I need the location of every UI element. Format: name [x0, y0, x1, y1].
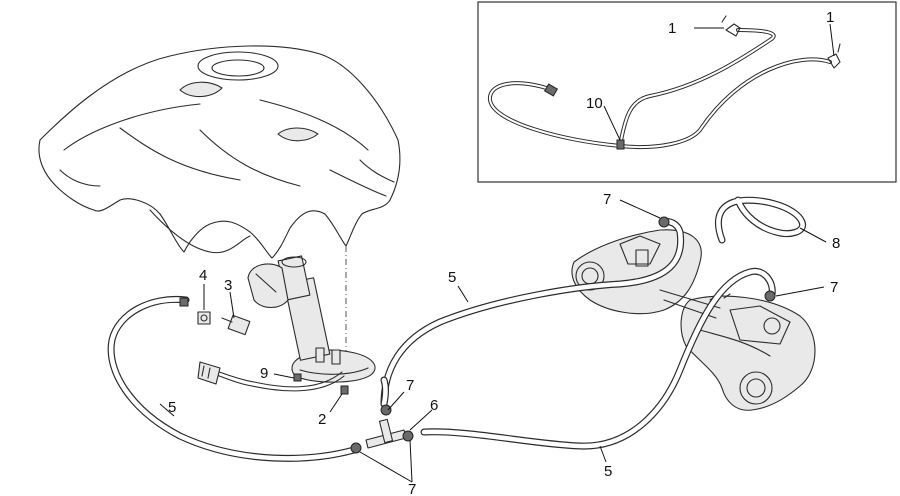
- inset-detail-panel: [477, 1, 897, 183]
- callout-4: 4: [199, 267, 207, 284]
- callout-1-left: 1: [668, 20, 676, 37]
- fuel-pump-drawing: [197, 255, 376, 395]
- callout-7-bottom: 7: [408, 481, 416, 496]
- callout-9: 9: [260, 365, 268, 382]
- callout-6: 6: [430, 397, 438, 414]
- callout-7-top: 7: [603, 191, 611, 208]
- callout-7-right: 7: [830, 279, 838, 296]
- fuel-hoses: [107, 196, 807, 462]
- callout-labels: 1 1 10 7 8 7 5 4 3 9 2 5 7 6 5 7: [168, 9, 840, 496]
- callout-1-right: 1: [826, 9, 834, 26]
- leader-lines: [159, 23, 835, 483]
- callout-5-left: 5: [168, 399, 176, 416]
- callout-5-bottom: 5: [604, 463, 612, 480]
- callout-10: 10: [586, 95, 603, 112]
- callout-7-center: 7: [406, 377, 414, 394]
- callout-8: 8: [832, 235, 840, 252]
- callout-5-middle: 5: [448, 269, 456, 286]
- small-fittings: [197, 311, 251, 336]
- callout-3: 3: [224, 277, 232, 294]
- throttle-body-drawing: [571, 229, 816, 411]
- fuel-tank-drawing: [38, 45, 401, 380]
- callout-2: 2: [318, 411, 326, 428]
